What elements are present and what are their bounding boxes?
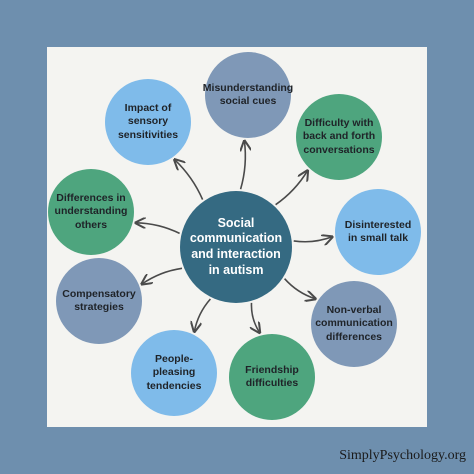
arrow-to-friendship-difficulties	[251, 302, 259, 333]
node-label: Compensatory strategies	[62, 287, 136, 313]
node-non-verbal-differences: Non-verbal communication differences	[311, 281, 397, 367]
node-friendship-difficulties: Friendship difficulties	[229, 334, 315, 420]
node-misunderstanding-social-cues: Misunderstanding social cues	[203, 52, 293, 138]
node-label: Difficulty with back and forth conversat…	[302, 117, 376, 156]
central-topic: Social communication and interaction in …	[180, 191, 292, 303]
arrow-to-difficulty-back-forth	[275, 171, 308, 206]
arrow-to-non-verbal-differences	[284, 278, 316, 299]
node-difficulty-back-forth: Difficulty with back and forth conversat…	[296, 94, 382, 180]
node-differences-understanding: Differences in understanding others	[48, 169, 134, 255]
node-label: Differences in understanding others	[54, 192, 128, 231]
arrow-to-differences-understanding	[136, 223, 180, 235]
central-topic-label: Social communication and interaction in …	[189, 215, 283, 277]
arrow-to-impact-sensory	[175, 160, 204, 200]
node-people-pleasing: People-pleasing tendencies	[131, 330, 217, 416]
node-label: Impact of sensory sensitivities	[117, 102, 179, 141]
node-compensatory-strategies: Compensatory strategies	[56, 258, 142, 344]
node-label: Non-verbal communication differences	[315, 304, 393, 343]
site-credit: SimplyPsychology.org	[339, 448, 466, 463]
arrow-to-misunderstanding-social-cues	[241, 141, 246, 190]
node-label: Misunderstanding social cues	[202, 81, 294, 107]
node-label: Friendship difficulties	[245, 363, 299, 389]
arrow-to-compensatory-strategies	[142, 267, 183, 284]
node-impact-sensory: Impact of sensory sensitivities	[105, 79, 191, 165]
node-label: People-pleasing tendencies	[146, 353, 202, 392]
arrow-to-disinterested-small-talk	[293, 237, 333, 242]
node-label: Disinterested in small talk	[344, 218, 412, 244]
arrow-to-people-pleasing	[194, 298, 212, 332]
node-disinterested-small-talk: Disinterested in small talk	[335, 189, 421, 275]
